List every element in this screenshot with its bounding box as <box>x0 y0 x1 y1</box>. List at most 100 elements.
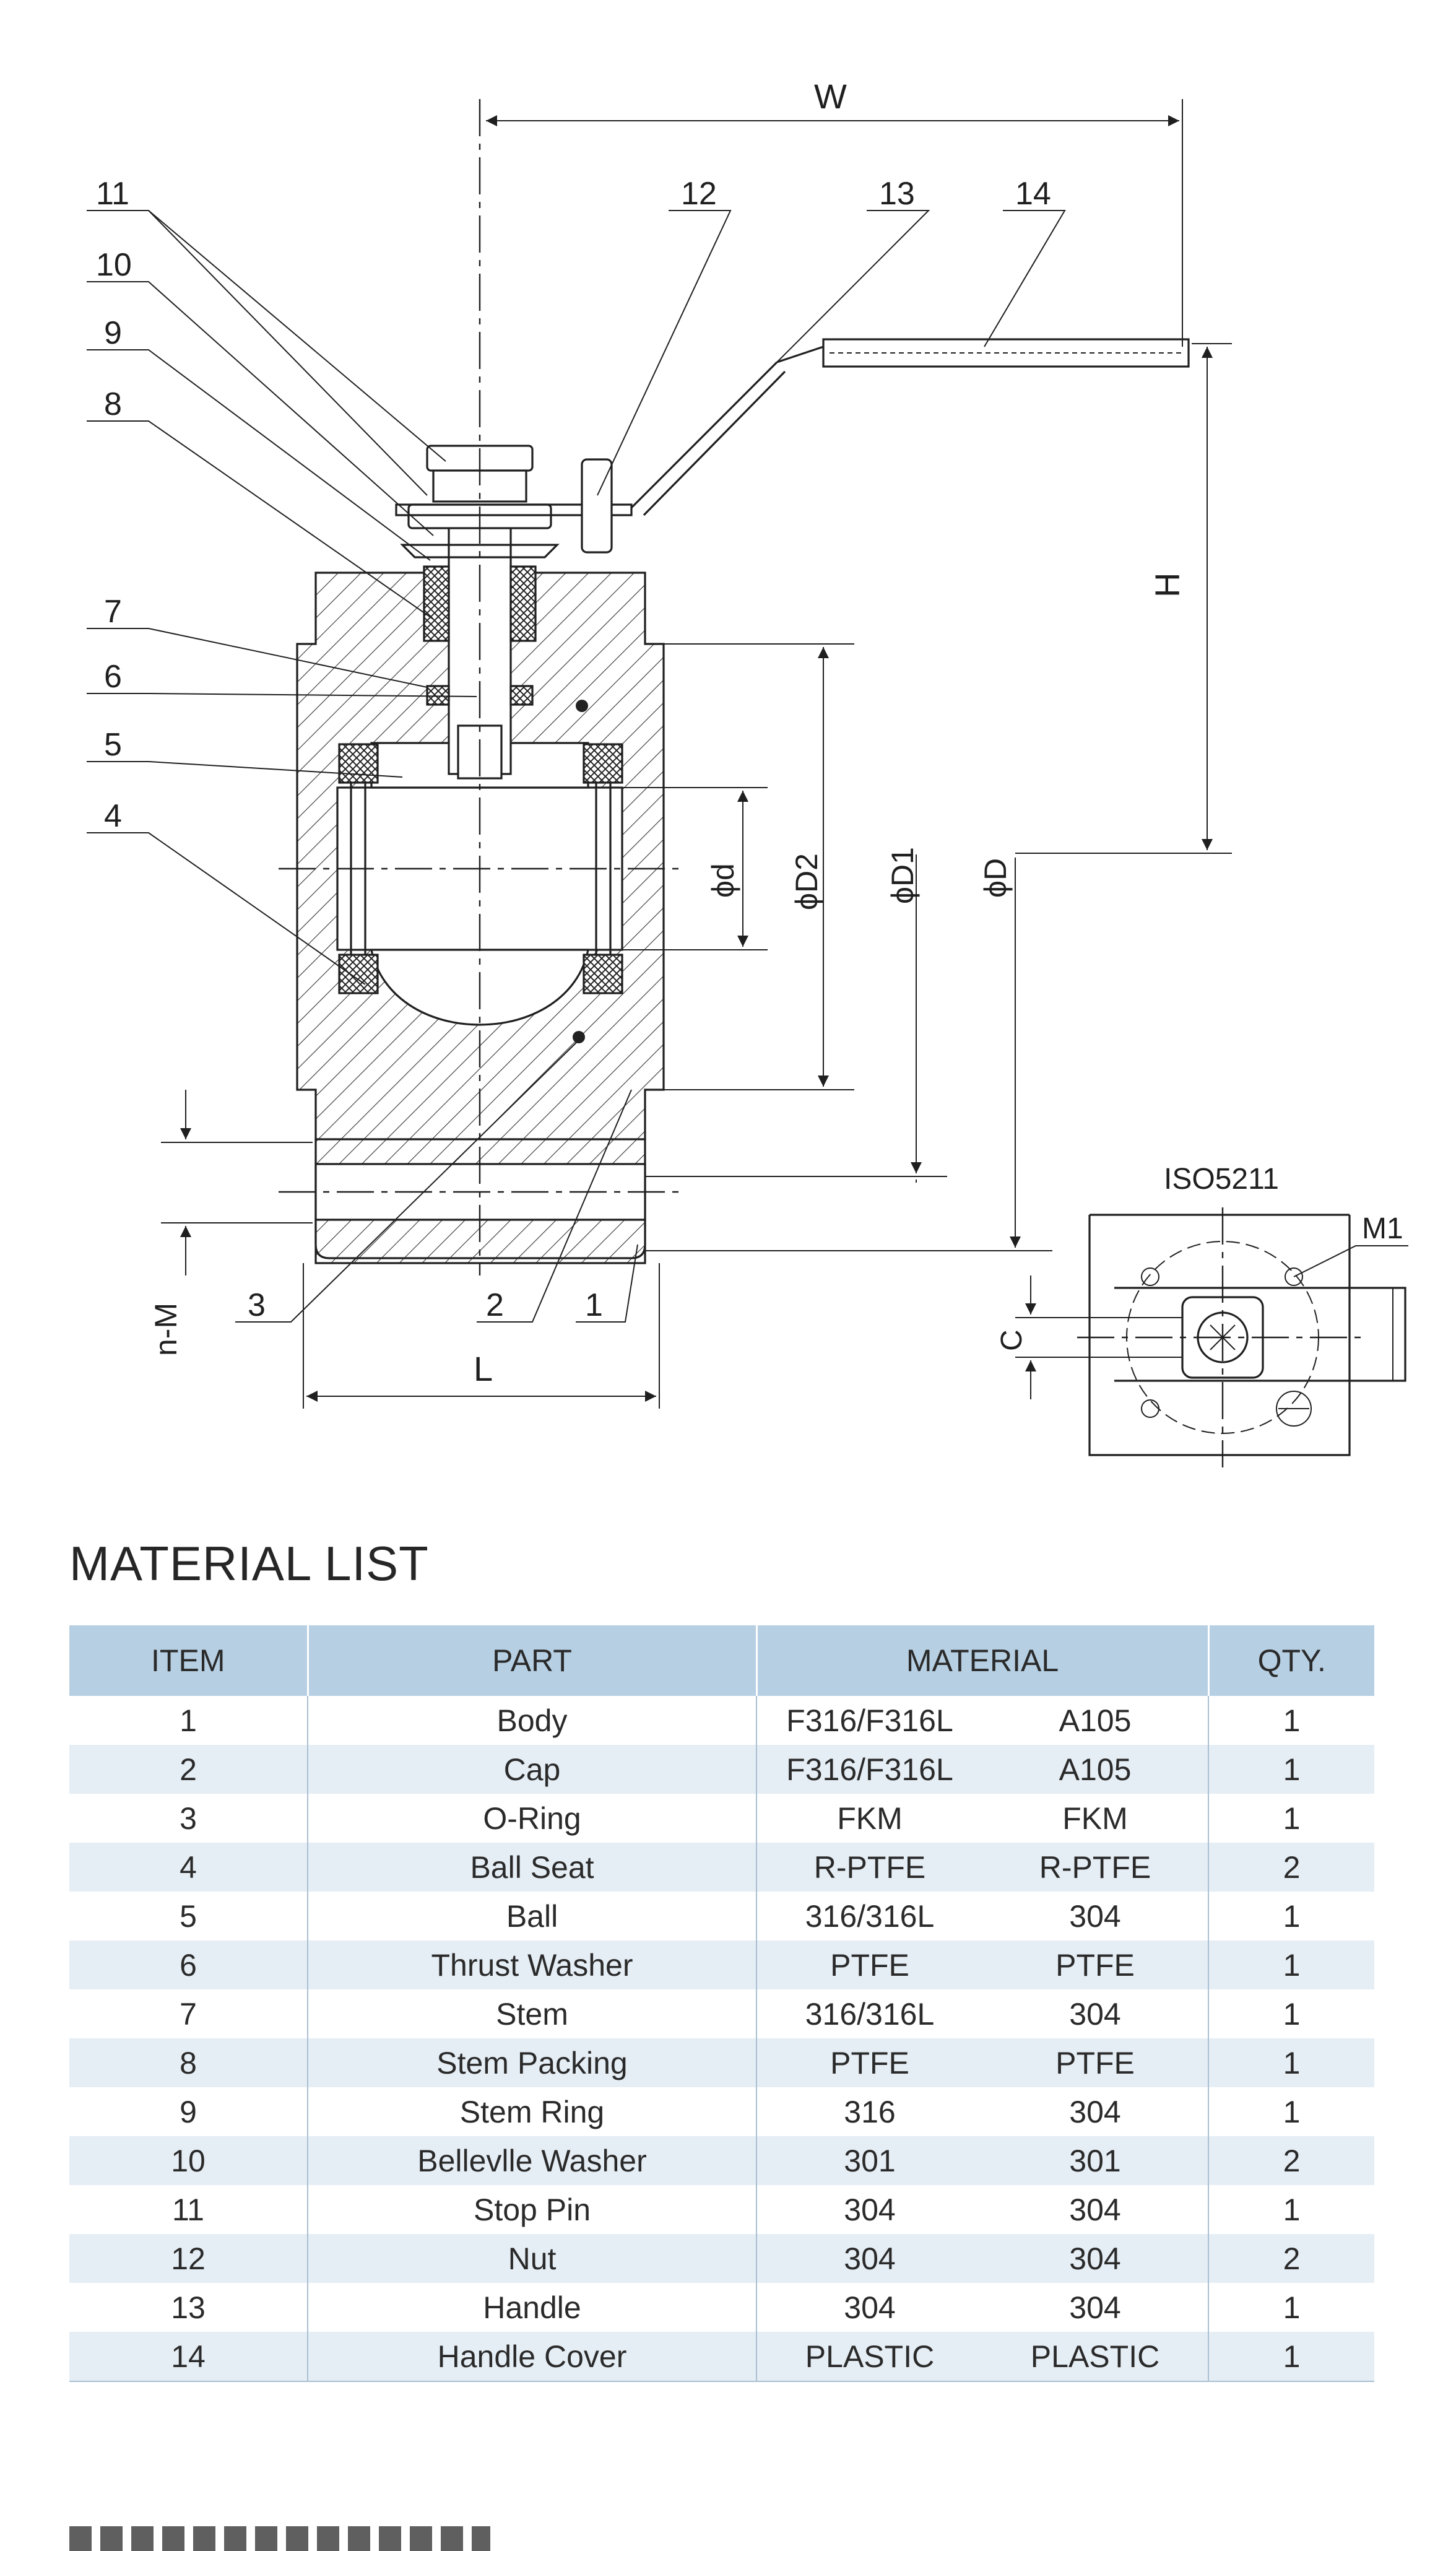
cell-part: Handle Cover <box>307 2332 756 2382</box>
cell-item: 12 <box>69 2234 308 2283</box>
callout-3: 3 <box>248 1287 266 1323</box>
dim-h: H <box>1148 573 1187 598</box>
cell-qty: 1 <box>1208 1989 1374 2038</box>
callout-12: 12 <box>681 176 717 212</box>
cell-material-a: PTFE <box>756 2038 982 2087</box>
cell-material-a: 316 <box>756 2087 982 2136</box>
cell-material-b: 301 <box>982 2136 1208 2185</box>
cell-material-b: R-PTFE <box>982 1843 1208 1892</box>
iso5211-top-view: ISO5211 M1 C <box>995 1163 1408 1467</box>
callout-7: 7 <box>104 594 122 630</box>
callout-2: 2 <box>486 1287 504 1323</box>
dim-w: W <box>814 77 847 116</box>
cell-item: 6 <box>69 1940 308 1989</box>
table-header-row: ITEM PART MATERIAL QTY. <box>69 1625 1374 1696</box>
cell-qty: 1 <box>1208 2332 1374 2382</box>
cell-item: 9 <box>180 2094 197 2129</box>
cell-item: 3 <box>180 1801 197 1836</box>
cell-part: Body <box>307 1696 756 1745</box>
callout-14: 14 <box>1015 176 1051 212</box>
cell-material-b: 304 <box>1069 2192 1121 2227</box>
dim-bore: ϕd <box>706 863 740 898</box>
header-material: MATERIAL <box>755 1625 1208 1696</box>
cell-item: 1 <box>180 1703 197 1738</box>
cell-material-b: 304 <box>1069 2094 1121 2129</box>
cell-item: 8 <box>69 2038 308 2087</box>
cell-part: Stem <box>307 1989 756 2038</box>
cell-qty: 1 <box>1208 1892 1374 1940</box>
callout-13: 13 <box>879 176 915 212</box>
cell-material-b: 304 <box>1069 1898 1121 1934</box>
dim-stem-flat: C <box>995 1329 1028 1351</box>
cell-qty: 1 <box>1208 1940 1374 1989</box>
cell-material-b: A105 <box>1059 1703 1132 1738</box>
cell-qty: 1 <box>1208 1794 1374 1843</box>
cell-part: O-Ring <box>307 1794 756 1843</box>
cell-part: Stop Pin <box>307 2185 756 2234</box>
cell-qty: 1 <box>1208 1745 1374 1794</box>
cell-material-a: 304 <box>756 2283 982 2332</box>
cell-material-a: F316/F316L <box>756 1745 982 1794</box>
cell-material-b: 304 <box>982 2234 1208 2283</box>
cell-part: Bellevlle Washer <box>307 2136 756 2185</box>
cell-part: Nut <box>307 2234 756 2283</box>
cell-part: Handle <box>307 2283 756 2332</box>
dim-l: L <box>474 1349 493 1388</box>
cell-material-a: FKM <box>756 1794 982 1843</box>
next-section-heading-cropped <box>69 2526 490 2551</box>
cell-qty: 2 <box>1208 2136 1374 2185</box>
dim-d2: ϕD2 <box>789 853 824 910</box>
cell-material-b: 304 <box>1069 1996 1121 2032</box>
cell-part: Stem Ring <box>307 2087 756 2136</box>
material-list-title: MATERIAL LIST <box>69 1536 429 1591</box>
cell-material-a: 304 <box>756 2185 982 2234</box>
callout-8: 8 <box>104 386 122 422</box>
cell-qty: 2 <box>1208 1843 1374 1892</box>
dim-thread: n-M <box>149 1303 183 1356</box>
cell-qty: 1 <box>1208 2185 1374 2234</box>
header-qty: QTY. <box>1207 1625 1374 1696</box>
center-lines <box>279 99 681 1276</box>
cell-material-a: PTFE <box>756 1940 982 1989</box>
cell-qty: 1 <box>1208 2283 1374 2332</box>
dim-mount-hole: M1 <box>1362 1212 1403 1245</box>
header-item: ITEM <box>69 1625 308 1696</box>
cell-material-a: 316/316L <box>756 1989 982 2038</box>
cell-item: 7 <box>180 1996 197 2032</box>
cell-material-b: A105 <box>982 1745 1208 1794</box>
cell-material-a: 301 <box>756 2136 982 2185</box>
cell-part: Thrust Washer <box>307 1940 756 1989</box>
callouts: 11 10 9 8 7 6 5 4 12 13 14 3 2 1 <box>87 176 1066 1323</box>
cell-item: 13 <box>171 2290 206 2325</box>
callout-10: 10 <box>96 247 132 283</box>
cell-qty: 1 <box>1208 2087 1374 2136</box>
cell-material-b: FKM <box>1062 1801 1128 1836</box>
cell-item: 5 <box>180 1898 197 1934</box>
handle-assembly <box>581 338 1190 554</box>
cell-qty: 1 <box>1208 1696 1374 1745</box>
cell-material-b: 304 <box>1069 2290 1121 2325</box>
cell-material-b: PLASTIC <box>982 2332 1208 2382</box>
callout-4: 4 <box>104 798 122 834</box>
cell-material-a: R-PTFE <box>756 1843 982 1892</box>
cell-material-b: PTFE <box>982 1940 1208 1989</box>
cell-item: 11 <box>172 2192 204 2227</box>
cell-part: Stem Packing <box>307 2038 756 2087</box>
cell-item: 10 <box>69 2136 308 2185</box>
dim-d1: ϕD1 <box>885 847 920 904</box>
cell-material-a: PLASTIC <box>756 2332 982 2382</box>
